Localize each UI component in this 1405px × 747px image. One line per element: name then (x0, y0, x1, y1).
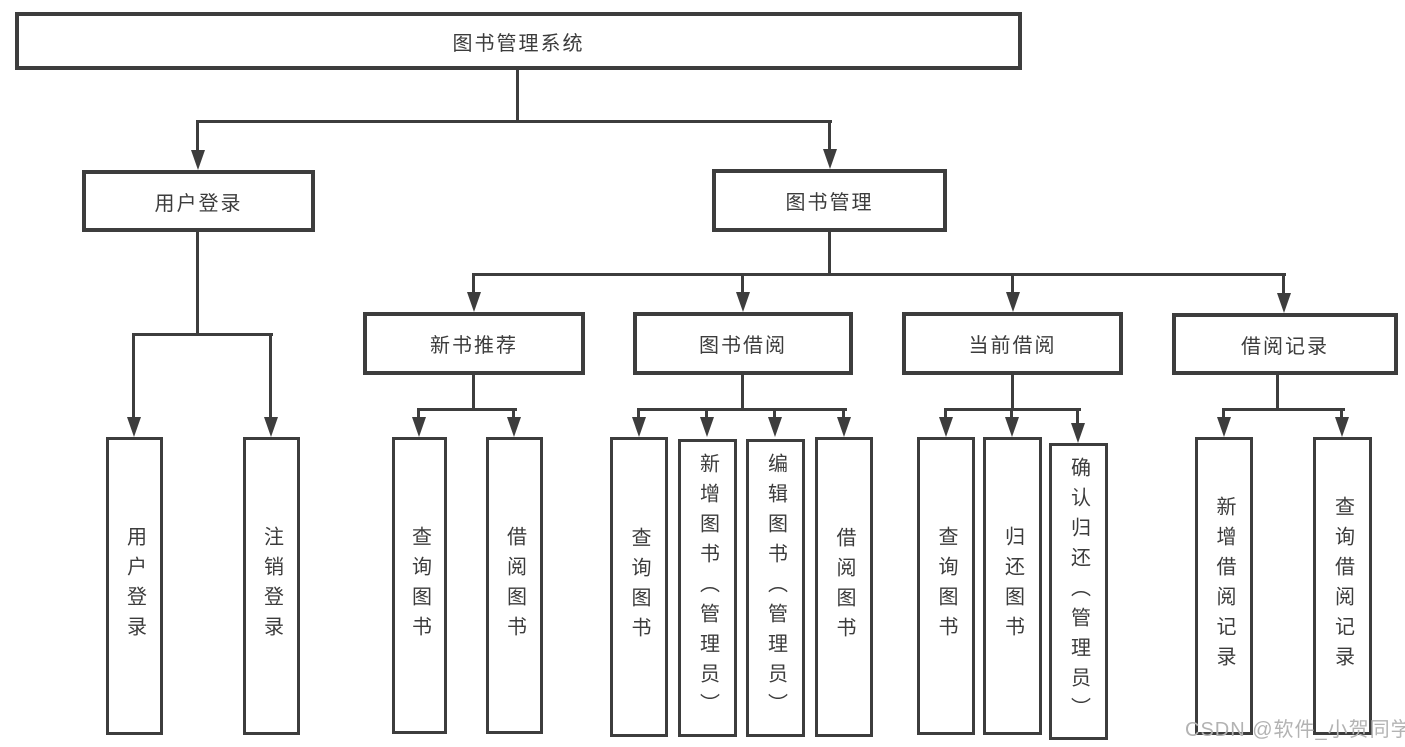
connector-line (1276, 375, 1279, 411)
connector-line (132, 333, 135, 417)
connector-line (1010, 408, 1013, 418)
arrow-down-icon (939, 417, 953, 437)
connector-line (196, 120, 199, 151)
connector-line (132, 333, 273, 336)
leaf-query-book-borrow: 查询图书 (610, 437, 668, 737)
node-borrow-record-label: 借阅记录 (1241, 335, 1329, 358)
arrow-down-icon (700, 417, 714, 437)
node-new-book-recommend: 新书推荐 (363, 312, 585, 375)
leaf-return-book-label: 归还图书 (1001, 526, 1024, 646)
connector-line (1222, 408, 1225, 418)
arrow-down-icon (1335, 417, 1349, 437)
leaf-add-book-admin-label: 新增图书（管理员） (696, 453, 719, 723)
connector-line (1011, 375, 1014, 411)
connector-line (472, 375, 475, 411)
connector-line (1076, 408, 1079, 424)
connector-line (1011, 273, 1014, 293)
leaf-query-book-current: 查询图书 (917, 437, 975, 735)
connector-line (773, 408, 776, 418)
leaf-query-book-newbook-label: 查询图书 (408, 525, 431, 646)
arrow-down-icon (1071, 423, 1085, 443)
connector-line (417, 408, 517, 411)
node-current-borrow-label: 当前借阅 (968, 335, 1057, 357)
arrow-down-icon (837, 417, 851, 437)
connector-line (196, 120, 832, 123)
arrow-down-icon (412, 417, 426, 437)
leaf-borrow-book: 借阅图书 (815, 437, 873, 737)
arrow-down-icon (127, 417, 141, 437)
arrow-down-icon (264, 417, 278, 437)
arrow-down-icon (1005, 417, 1019, 437)
arrow-down-icon (736, 292, 750, 312)
leaf-query-book-newbook: 查询图书 (392, 437, 447, 734)
leaf-return-book: 归还图书 (983, 437, 1042, 735)
leaf-query-book-borrow-label: 查询图书 (628, 527, 650, 647)
connector-line (269, 333, 272, 417)
node-borrow-record: 借阅记录 (1172, 313, 1398, 375)
leaf-borrow-book-newbook-label: 借阅图书 (503, 525, 526, 646)
leaf-confirm-return-admin: 确认归还（管理员） (1049, 443, 1108, 740)
connector-line (741, 374, 744, 411)
leaf-user-login-label: 用户登录 (123, 526, 146, 646)
leaf-borrow-book-newbook: 借阅图书 (486, 437, 543, 734)
node-new-book-recommend-label: 新书推荐 (430, 335, 518, 357)
leaf-edit-book-admin: 编辑图书（管理员） (746, 439, 805, 737)
connector-line (512, 408, 515, 418)
node-root-library-system: 图书管理系统 (15, 12, 1022, 70)
connector-line (472, 273, 1286, 276)
node-book-borrow-label: 图书借阅 (699, 335, 787, 357)
leaf-edit-book-admin-label: 编辑图书（管理员） (764, 453, 787, 723)
node-user-login-label: 用户登录 (154, 192, 243, 215)
connector-line (637, 408, 640, 418)
connector-line (828, 120, 831, 151)
node-user-login: 用户登录 (82, 170, 315, 232)
leaf-add-borrow-record: 新增借阅记录 (1195, 437, 1253, 735)
leaf-query-book-current-label: 查询图书 (935, 526, 957, 646)
connector-line (417, 408, 420, 418)
leaf-borrow-book-label: 借阅图书 (833, 527, 855, 647)
leaf-query-borrow-record: 查询借阅记录 (1313, 437, 1372, 735)
connector-line (842, 408, 845, 418)
leaf-query-borrow-record-label: 查询借阅记录 (1331, 496, 1354, 676)
node-book-borrow: 图书借阅 (633, 312, 853, 375)
arrow-down-icon (507, 417, 521, 437)
connector-line (705, 408, 708, 418)
node-book-management: 图书管理 (712, 169, 947, 232)
arrow-down-icon (1217, 417, 1231, 437)
csdn-watermark: CSDN @软件_小贺同学 (1185, 719, 1405, 741)
arrow-down-icon (1277, 293, 1291, 313)
connector-line (828, 232, 831, 276)
arrow-down-icon (191, 150, 205, 170)
leaf-confirm-return-admin-label: 确认归还（管理员） (1067, 456, 1090, 727)
arrow-down-icon (467, 292, 481, 312)
connector-line (741, 273, 744, 293)
arrow-down-icon (823, 149, 837, 169)
connector-line (1282, 273, 1285, 293)
leaf-add-book-admin: 新增图书（管理员） (678, 439, 737, 737)
arrow-down-icon (1006, 292, 1020, 312)
connector-line (472, 273, 475, 293)
connector-line (1340, 408, 1343, 418)
node-book-management-label: 图书管理 (785, 192, 874, 214)
arrow-down-icon (632, 417, 646, 437)
connector-line (516, 70, 519, 123)
connector-line (637, 408, 847, 411)
leaf-logout-label: 注销登录 (260, 526, 283, 646)
connector-line (1222, 408, 1345, 411)
node-root-label: 图书管理系统 (452, 32, 585, 55)
leaf-logout: 注销登录 (243, 437, 300, 735)
leaf-add-borrow-record-label: 新增借阅记录 (1213, 496, 1235, 676)
leaf-user-login: 用户登录 (106, 437, 163, 735)
connector-line (944, 408, 947, 418)
arrow-down-icon (768, 417, 782, 437)
connector-line (196, 232, 199, 336)
node-current-borrow: 当前借阅 (902, 312, 1123, 375)
